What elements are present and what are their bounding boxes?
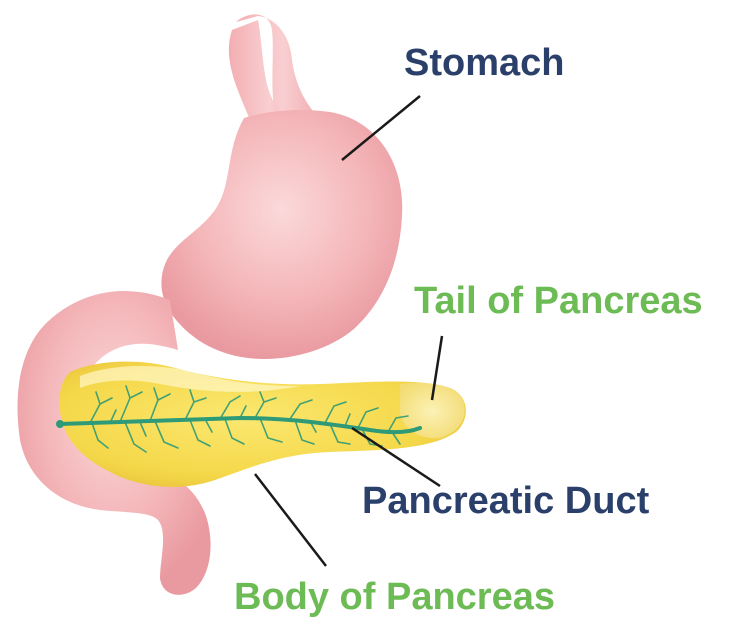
stomach-body	[161, 110, 402, 359]
label-body-of-pancreas: Body of Pancreas	[234, 578, 555, 616]
label-stomach: Stomach	[404, 44, 564, 82]
label-pancreatic-duct: Pancreatic Duct	[362, 482, 649, 520]
leader-line-body	[255, 474, 326, 566]
label-tail-of-pancreas: Tail of Pancreas	[414, 282, 703, 320]
stomach-shape	[17, 14, 402, 594]
